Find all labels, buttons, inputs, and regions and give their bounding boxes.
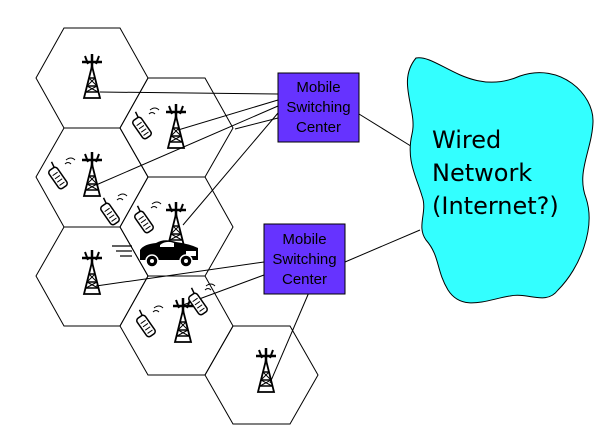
wired-network-label-line-2: Network xyxy=(432,159,532,187)
wired-network-label-line-1: Wired xyxy=(432,126,501,154)
network-links xyxy=(344,113,421,263)
msc-bottom-box xyxy=(263,223,346,295)
wired-network-label-line-3: (Internet?) xyxy=(432,192,559,220)
msc-top-line-2: Switching xyxy=(286,99,350,116)
antenna-tower-icon xyxy=(80,150,104,198)
wired-network-cloud xyxy=(406,57,594,304)
msc-links xyxy=(95,91,311,384)
cell-7 xyxy=(204,325,319,425)
msc-top-line-3: Center xyxy=(296,119,341,136)
cell-phone-icon xyxy=(127,107,160,141)
msc-bottom-line-1: Mobile xyxy=(282,231,326,248)
car-icon xyxy=(112,240,198,268)
antenna-tower-icon xyxy=(254,346,278,394)
msc-top-box xyxy=(277,72,360,143)
cell-phone-icon xyxy=(129,201,162,235)
wired-network-label: Wired Network (Internet?) xyxy=(432,126,559,220)
cell-6 xyxy=(119,275,234,376)
antenna-tower-icon xyxy=(164,102,188,150)
cell-phone-icon xyxy=(183,283,216,317)
msc-bottom-line-3: Center xyxy=(282,271,327,288)
msc-bottom-line-2: Switching xyxy=(272,251,336,268)
antenna-tower-icon xyxy=(164,200,188,248)
msc-bottom: Mobile Switching Center xyxy=(263,223,346,295)
cell-phone-icon xyxy=(95,193,128,227)
cell-phone-icon xyxy=(131,305,164,339)
msc-top-line-1: Mobile xyxy=(296,79,340,96)
antenna-tower-icon xyxy=(171,296,195,344)
cell-phone-icon xyxy=(43,157,76,191)
antenna-tower-icon xyxy=(80,248,104,296)
msc-top: Mobile Switching Center xyxy=(277,72,360,143)
